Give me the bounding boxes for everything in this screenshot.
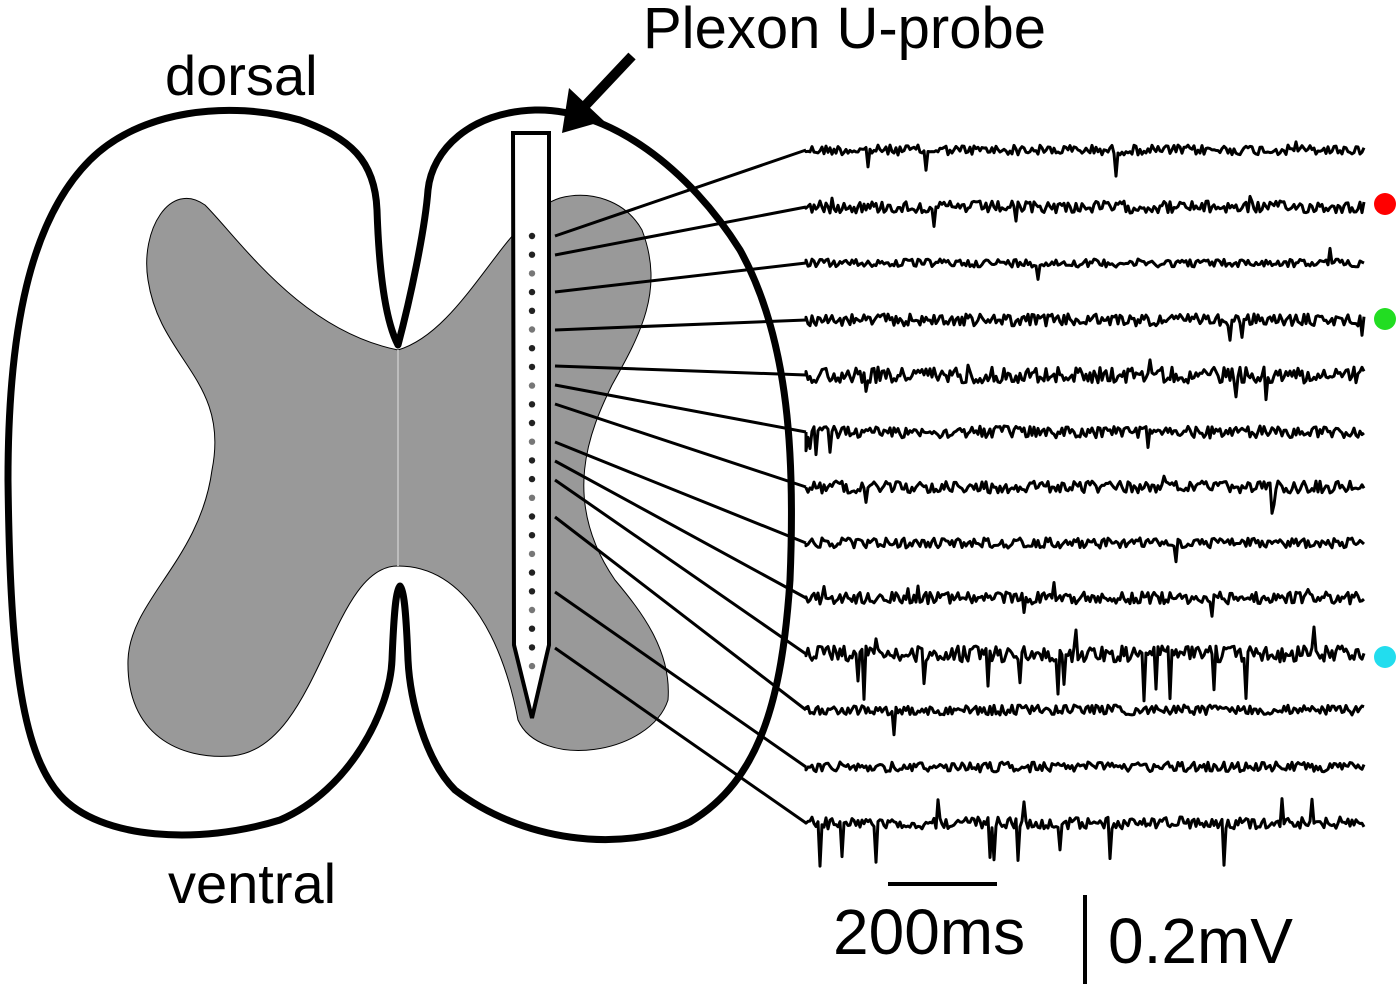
trace-channel-8 xyxy=(804,536,1366,564)
probe-label: Plexon U-probe xyxy=(643,0,1046,61)
marker-red xyxy=(1374,193,1396,215)
probe-contact xyxy=(528,419,536,427)
probe-contact xyxy=(528,438,536,445)
probe-contact xyxy=(528,569,536,576)
trace-channel-2 xyxy=(804,194,1366,228)
time-scale-label: 200ms xyxy=(833,896,1026,968)
probe-contact xyxy=(528,606,536,614)
trace-channel-6 xyxy=(804,424,1365,457)
channel-connector-line xyxy=(554,590,807,769)
channel-connector-line xyxy=(554,515,807,712)
probe-contact xyxy=(528,662,536,670)
probe-contact xyxy=(528,345,536,352)
channel-connector-line xyxy=(554,261,807,294)
probe-contact xyxy=(528,550,536,558)
channel-connector-line xyxy=(554,383,807,434)
channel-connector-line xyxy=(554,459,807,600)
trace-channel-9 xyxy=(804,581,1365,618)
channel-connector-line xyxy=(554,318,807,332)
trace-channel-3 xyxy=(804,246,1365,281)
probe-contacts xyxy=(528,232,536,670)
marker-cyan xyxy=(1374,646,1396,668)
trace-channel-4 xyxy=(804,312,1366,342)
channel-connector-line xyxy=(554,205,807,257)
probe-contact xyxy=(528,457,536,464)
trace-channel-11 xyxy=(804,703,1365,737)
channel-connector-line xyxy=(554,148,807,238)
probe-contact xyxy=(528,251,536,258)
dorsal-label: dorsal xyxy=(165,44,318,107)
trace-channel-5 xyxy=(804,358,1366,402)
recording-traces xyxy=(804,140,1366,868)
channel-connector-line xyxy=(554,402,807,489)
channel-connector-line xyxy=(554,478,807,656)
probe-contact xyxy=(528,475,536,483)
channel-connector-line xyxy=(554,440,807,545)
spinal-cord-outline xyxy=(4,106,796,844)
probe-contact xyxy=(528,401,536,408)
ventral-label: ventral xyxy=(168,852,337,915)
probe-contact xyxy=(528,363,536,371)
trace-channel-12 xyxy=(804,760,1366,774)
channel-connector-line xyxy=(554,646,807,825)
trace-channel-13 xyxy=(804,797,1366,868)
probe-contact xyxy=(528,532,536,539)
probe-contact xyxy=(528,494,536,501)
marker-green xyxy=(1374,308,1396,330)
probe-contact xyxy=(528,588,536,595)
channel-connector-line xyxy=(554,364,807,377)
trace-channel-10 xyxy=(804,625,1366,703)
probe-arrow xyxy=(562,52,636,133)
probe-contact xyxy=(528,326,536,333)
probe-contact xyxy=(528,232,536,240)
probe-contact xyxy=(528,270,536,277)
voltage-scale-label: 0.2mV xyxy=(1108,905,1293,977)
probe-contact xyxy=(528,288,536,296)
trace-channel-7 xyxy=(804,474,1366,515)
probe-contact xyxy=(528,644,536,651)
channel-connectors xyxy=(554,148,807,825)
probe-contact xyxy=(528,382,536,389)
probe-contact xyxy=(528,625,536,632)
probe-contact xyxy=(528,513,536,520)
trace-channel-1 xyxy=(804,140,1366,178)
probe-contact xyxy=(528,307,536,314)
